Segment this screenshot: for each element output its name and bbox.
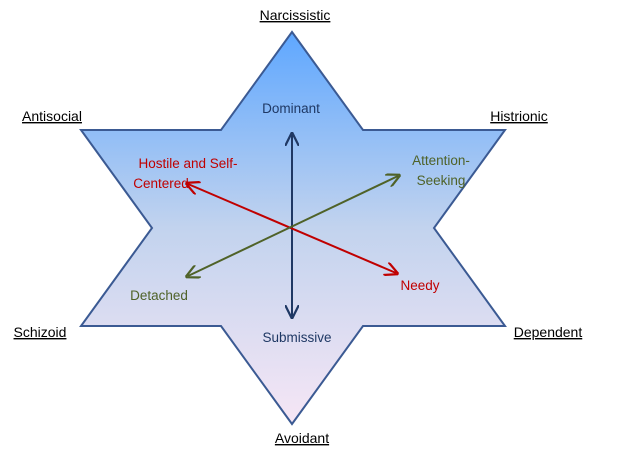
axis-label-attention-line2: Seeking — [417, 173, 466, 188]
pole-label-histrionic: Histrionic — [490, 108, 548, 124]
pole-label-schizoid: Schizoid — [14, 324, 67, 340]
axis-label-hostile-line2: Centered — [133, 176, 189, 191]
pole-label-antisocial: Antisocial — [22, 108, 82, 124]
axis-label-hostile-line1: Hostile and Self- — [138, 156, 237, 171]
axis-label-attention-line1: Attention- — [412, 153, 470, 168]
axis-label-dominant: Dominant — [262, 101, 320, 116]
axis-label-submissive: Submissive — [262, 330, 331, 345]
pole-label-avoidant: Avoidant — [275, 430, 329, 446]
axis-label-needy: Needy — [400, 278, 439, 293]
axis-label-detached: Detached — [130, 288, 188, 303]
pole-label-narcissistic: Narcissistic — [260, 7, 331, 23]
pole-label-dependent: Dependent — [514, 324, 583, 340]
detached-attention-arrow — [188, 176, 398, 276]
